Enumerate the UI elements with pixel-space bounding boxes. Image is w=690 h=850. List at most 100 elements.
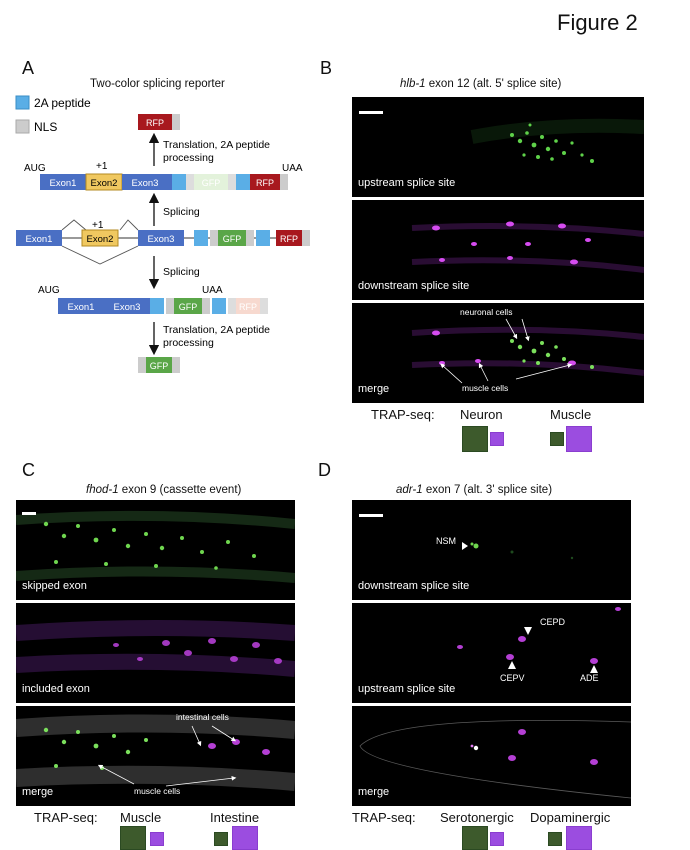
panel-c-label-3: merge [22, 786, 54, 798]
svg-text:Exon2: Exon2 [87, 234, 114, 245]
panel-c-intestine-magenta-square [232, 826, 258, 850]
panel-c-label-1: skipped exon [22, 580, 87, 592]
panel-d-image-upstream: CEPD CEPV ADE upstream splice site [352, 603, 631, 703]
svg-text:Exon3: Exon3 [148, 234, 175, 245]
row2-exon1 [40, 174, 86, 190]
annot-intestinal-cells: intestinal cells [176, 712, 229, 722]
panel-d-trap-label: TRAP-seq: [352, 810, 416, 825]
svg-text:RFP: RFP [239, 302, 257, 312]
panel-d-trap-dopaminergic: Dopaminergic [530, 810, 611, 825]
panel-d-trap-serotonergic: Serotonergic [440, 810, 514, 825]
svg-text:processing: processing [163, 337, 214, 349]
svg-text:+1: +1 [92, 220, 104, 231]
panel-c-trap-intestine: Intestine [210, 810, 260, 825]
svg-text:Exon3: Exon3 [132, 178, 159, 189]
row4-rfp-faded [236, 298, 260, 314]
pre-exon2 [81, 229, 119, 247]
panel-b-image-merge: neuronal cells muscle cells merge [352, 303, 644, 403]
svg-text:Translation, 2A peptide: Translation, 2A peptide [163, 324, 270, 336]
row2-gfp-faded [194, 174, 228, 190]
product-gfp-box [146, 357, 172, 373]
svg-text:Exon2: Exon2 [91, 178, 118, 189]
svg-text:GFP: GFP [202, 178, 221, 188]
panel-b-label-2: downstream splice site [358, 280, 470, 292]
panel-c-trap-muscle: Muscle [120, 810, 162, 825]
svg-text:processing: processing [163, 152, 214, 164]
panel-a-title: Two-color splicing reporter [90, 78, 225, 90]
legend-nls-label: NLS [34, 120, 57, 134]
panel-c-muscle-magenta-square [150, 832, 164, 846]
panel-d-letter: D [318, 460, 331, 480]
panel-b-neuron-magenta-square [490, 432, 504, 446]
svg-text:RFP: RFP [256, 178, 274, 188]
panel-d-serotonergic-green-square [462, 826, 488, 850]
figure-title: Figure 2 [557, 10, 638, 35]
product-rfp-box [138, 114, 172, 130]
pre-exon1 [16, 230, 62, 246]
annot-cepd: CEPD [540, 617, 566, 627]
svg-text:GFP: GFP [223, 234, 242, 244]
svg-text:+1: +1 [96, 161, 108, 172]
annot-muscle-cells-b: muscle cells [462, 383, 509, 393]
svg-text:Splicing: Splicing [163, 266, 200, 278]
panel-d-dopaminergic-magenta-square [566, 826, 592, 850]
legend-2a-swatch [15, 95, 30, 110]
annot-nsm: NSM [436, 536, 456, 546]
splicing-reporter-diagram: 2A peptide NLS RFP Translation, 2A pepti… [15, 95, 310, 373]
annot-neuronal-cells: neuronal cells [460, 307, 513, 317]
svg-text:Exon1: Exon1 [26, 234, 53, 245]
svg-text:RFP: RFP [280, 234, 298, 244]
svg-text:RFP: RFP [146, 118, 164, 128]
panel-b-title: hlb-1 exon 12 (alt. 5' splice site) [400, 78, 562, 90]
annot-cepv: CEPV [500, 673, 525, 683]
panel-c-image-included: included exon [16, 603, 295, 703]
panel-a-letter: A [22, 58, 35, 78]
panel-d-label-2: upstream splice site [358, 683, 456, 695]
panel-b-letter: B [320, 58, 333, 78]
panel-c-label-2: included exon [22, 683, 90, 695]
panel-c-image-merge: intestinal cells muscle cells merge [16, 706, 295, 806]
product-rfp-nls [172, 114, 180, 130]
panel-d-label-3: merge [358, 786, 390, 798]
svg-text:Exon3: Exon3 [114, 302, 141, 313]
svg-text:UAA: UAA [282, 163, 303, 174]
panel-b-image-upstream: upstream splice site [352, 97, 644, 197]
panel-c-title: fhod-1 exon 9 (cassette event) [86, 484, 242, 496]
pre-exon3 [138, 230, 184, 246]
row4-exon1 [58, 298, 104, 314]
row2-rfp [250, 174, 280, 190]
svg-text:AUG: AUG [38, 285, 60, 296]
panel-b-muscle-magenta-square [566, 426, 592, 452]
panel-b-muscle-green-square [550, 432, 564, 446]
panel-d-image-downstream: NSM downstream splice site [352, 500, 631, 600]
panel-b-label-3: merge [358, 383, 390, 395]
panel-b-trap-neuron: Neuron [460, 407, 503, 422]
svg-text:Exon1: Exon1 [50, 178, 77, 189]
panel-c-intestine-green-square [214, 832, 228, 846]
panel-d-title: adr-1 exon 7 (alt. 3' splice site) [396, 484, 553, 496]
panel-b-trap-label: TRAP-seq: [371, 407, 435, 422]
pre-rfp [276, 230, 302, 246]
annot-ade: ADE [580, 673, 599, 683]
panel-d-label-1: downstream splice site [358, 580, 470, 592]
panel-c-trap-label: TRAP-seq: [34, 810, 98, 825]
panel-b-trap-muscle: Muscle [550, 407, 592, 422]
row2-exon3 [122, 174, 172, 190]
svg-text:GFP: GFP [179, 302, 198, 312]
row4-gfp [174, 298, 202, 314]
panel-c-muscle-green-square [120, 826, 146, 850]
row4-exon3 [104, 298, 150, 314]
panel-b-image-downstream: downstream splice site [352, 200, 644, 300]
panel-d-dopaminergic-green-square [548, 832, 562, 846]
pre-gfp [218, 230, 246, 246]
svg-text:AUG: AUG [24, 163, 46, 174]
annot-muscle-cells-c: muscle cells [134, 786, 181, 796]
panel-b-label-1: upstream splice site [358, 177, 456, 189]
panel-c-letter: C [22, 460, 35, 480]
panel-d-image-merge: merge [352, 706, 631, 806]
panel-d-serotonergic-magenta-square [490, 832, 504, 846]
svg-text:GFP: GFP [150, 361, 169, 371]
svg-text:Splicing: Splicing [163, 206, 200, 218]
svg-text:Translation, 2A peptide: Translation, 2A peptide [163, 139, 270, 151]
legend-nls-swatch [15, 119, 30, 134]
